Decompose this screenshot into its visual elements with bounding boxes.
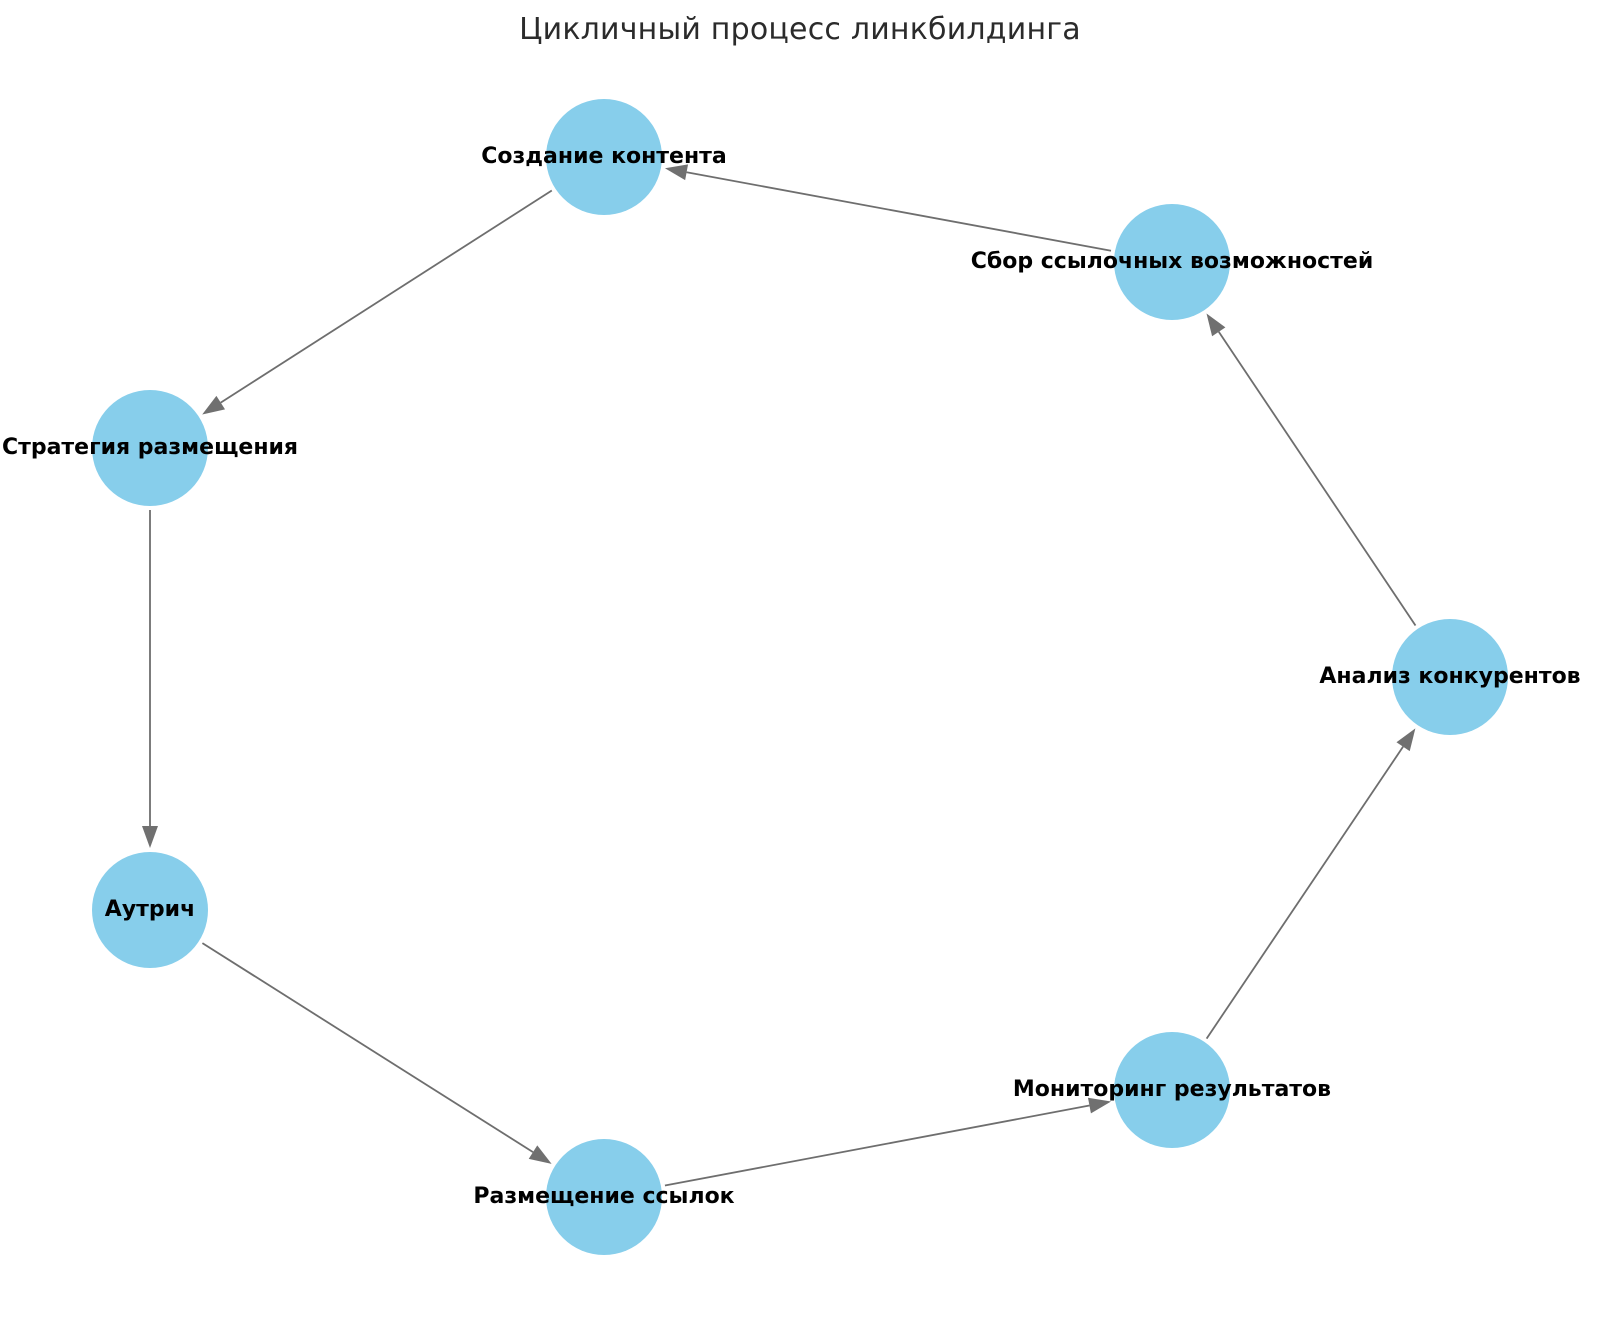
node-circle-strategy[interactable] [92,390,208,506]
edge-line [664,1104,1090,1187]
edge-line [1205,746,1404,1040]
node-circle-monitoring[interactable] [1114,1032,1230,1148]
edge-monitoring-to-analysis [1205,728,1416,1040]
edge-line [201,942,534,1153]
edge-strategy-to-outreach [142,510,158,848]
edges-layer [142,164,1417,1187]
edge-outreach-to-placement [201,942,552,1164]
edge-line [220,189,553,404]
edge-line [1218,331,1417,626]
node-circle-placement[interactable] [546,1139,662,1255]
edge-analysis-to-collect [1206,313,1417,626]
edge-line [686,171,1112,252]
node-circle-content[interactable] [546,99,662,215]
page-title: Цикличный процесс линкбилдинга [519,12,1081,47]
arrowhead-icon [1396,728,1416,752]
arrowhead-icon [528,1145,552,1164]
node-circle-analysis[interactable] [1392,619,1508,735]
edge-content-to-strategy [202,189,553,415]
arrowhead-icon [142,826,158,848]
node-circle-collect[interactable] [1114,204,1230,320]
arrowhead-icon [664,164,689,181]
edge-placement-to-monitoring [664,1097,1112,1187]
arrowhead-icon [1087,1097,1112,1114]
edge-collect-to-content [664,164,1112,252]
nodes-layer [92,99,1508,1255]
arrowhead-icon [1206,313,1226,337]
node-circle-outreach[interactable] [92,852,208,968]
arrowhead-icon [202,395,226,415]
